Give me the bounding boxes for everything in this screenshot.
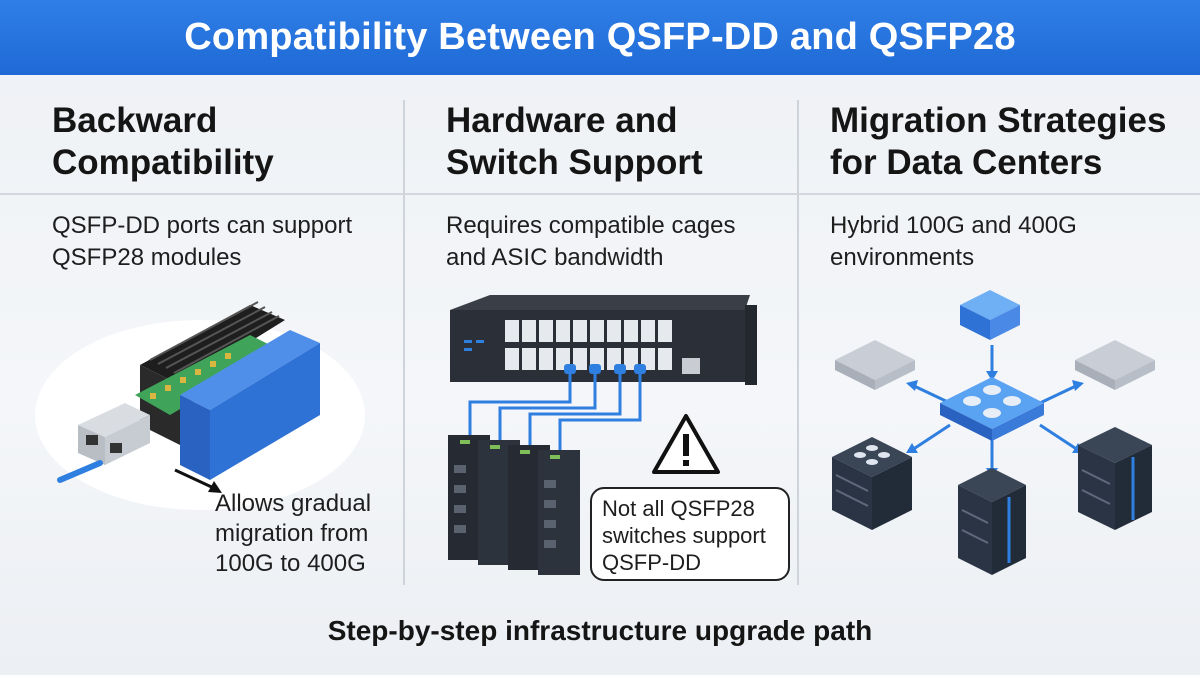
callout-line: switches support bbox=[602, 523, 766, 548]
column-title: Migration Strategies for Data Centers bbox=[830, 100, 1190, 184]
callout-line: QSFP-DD bbox=[602, 550, 701, 575]
title-line: Hardware and bbox=[446, 101, 678, 140]
warning-icon bbox=[652, 414, 720, 474]
qsfp-dd-cage-icon bbox=[35, 301, 365, 510]
column-migration-strategies: Migration Strategies for Data Centers Hy… bbox=[830, 100, 1190, 271]
column-divider-left bbox=[403, 100, 405, 585]
title-line: Compatibility bbox=[52, 143, 274, 182]
title-banner: Compatibility Between QSFP-DD and QSFP28 bbox=[0, 0, 1200, 75]
desc-line: environments bbox=[830, 244, 975, 271]
column-backward-compatibility: Backward Compatibility QSFP-DD ports can… bbox=[52, 100, 412, 271]
network-hub-icon bbox=[832, 290, 1155, 575]
column-hardware-support: Hardware and Switch Support Requires com… bbox=[446, 100, 806, 271]
column-title: Backward Compatibility bbox=[52, 100, 412, 184]
column-description: QSFP-DD ports can support QSFP28 modules bbox=[52, 210, 352, 274]
network-switch-icon bbox=[448, 295, 757, 575]
desc-line: Hybrid 100G and 400G bbox=[830, 212, 1077, 239]
title-line: Switch Support bbox=[446, 143, 703, 182]
server-icon bbox=[960, 290, 1020, 340]
header-divider bbox=[0, 193, 1200, 195]
column-divider-right bbox=[797, 100, 799, 585]
callout-line: Not all QSFP28 bbox=[602, 496, 755, 521]
column-title: Hardware and Switch Support bbox=[446, 100, 806, 184]
column-description: Hybrid 100G and 400G environments bbox=[830, 210, 1077, 274]
title-line: Backward bbox=[52, 101, 218, 140]
title-line: Migration Strategies bbox=[830, 101, 1167, 140]
migration-callout: Allows gradual migration from 100G to 40… bbox=[215, 489, 371, 579]
desc-line: Requires compatible cages bbox=[446, 212, 736, 239]
column-description: Requires compatible cages and ASIC bandw… bbox=[446, 210, 736, 274]
desc-line: and ASIC bandwidth bbox=[446, 244, 664, 271]
callout-line: migration from bbox=[215, 520, 369, 547]
page-title: Compatibility Between QSFP-DD and QSFP28 bbox=[184, 16, 1016, 58]
desc-line: QSFP-DD ports can support bbox=[52, 212, 353, 239]
footer-caption: Step-by-step infrastructure upgrade path bbox=[327, 615, 873, 646]
warning-callout: Not all QSFP28 switches support QSFP-DD bbox=[590, 487, 790, 581]
callout-line: Allows gradual bbox=[215, 490, 372, 517]
callout-line: 100G to 400G bbox=[215, 550, 366, 577]
desc-line: QSFP28 modules bbox=[52, 244, 242, 271]
title-line: for Data Centers bbox=[830, 143, 1103, 182]
